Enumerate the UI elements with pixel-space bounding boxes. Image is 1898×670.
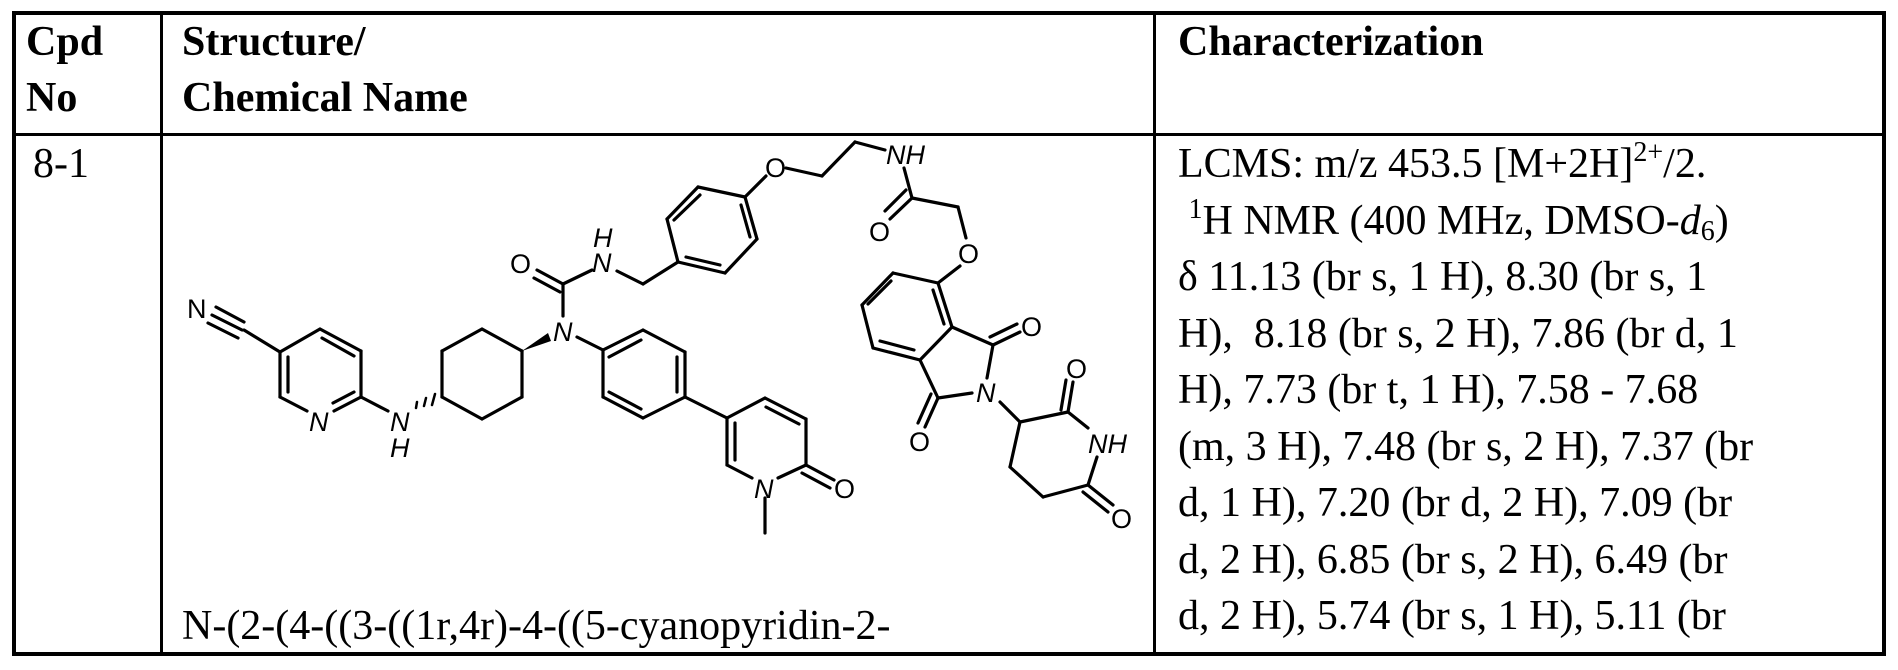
ether2-o-label: O [958, 239, 979, 269]
phthalimide-o-bottom-label: O [909, 427, 930, 457]
column-divider-1 [160, 15, 163, 652]
nitrile-n-label: N [187, 294, 207, 324]
header-structure-line2: Chemical Name [182, 75, 468, 121]
char-line-lcms: LCMS: m/z 453.5 [M+2H]2+/2. [1178, 137, 1707, 188]
header-cpd-line1: Cpd [26, 19, 104, 65]
header-cpd-no: Cpd No [26, 14, 103, 126]
urea-nh-n-label: N [592, 248, 612, 278]
characterization-text: LCMS: m/z 453.5 [M+2H]2+/2. 1H NMR (400 … [1178, 136, 1753, 645]
amide-nh-label: NH [886, 140, 925, 170]
pyridine-n-label: N [309, 407, 329, 437]
header-structure-line1: Structure/ [182, 19, 366, 65]
urea-nh-h-label: H [593, 223, 613, 253]
char-line: d, 1 H), 7.20 (br d, 2 H), 7.09 (br [1178, 480, 1733, 526]
compound-table [12, 11, 1886, 656]
char-line: d, 2 H), 6.85 (br s, 2 H), 6.49 (br [1178, 536, 1728, 583]
char-line: (m, 3 H), 7.48 (br s, 2 H), 7.37 (br [1178, 423, 1754, 470]
char-line: H), 7.73 (br t, 1 H), 7.58 - 7.68 [1178, 367, 1699, 413]
ether-o-label: O [765, 153, 786, 183]
glutarimide-nh-label: NH [1088, 429, 1127, 459]
urea-n-label: N [553, 317, 573, 347]
amine-n-label: N [390, 407, 410, 437]
pyridone-o-label: O [834, 474, 855, 504]
header-divider [16, 133, 1882, 136]
glutarimide-o-top-label: O [1066, 354, 1087, 384]
phthalimide-o-top-label: O [1021, 312, 1042, 342]
column-divider-2 [1153, 15, 1156, 652]
amine-h-label: H [390, 433, 410, 463]
char-line: δ 11.13 (br s, 1 H), 8.30 (br s, 1 [1178, 254, 1708, 300]
header-characterization: Characterization [1178, 19, 1484, 65]
amide-o-label: O [869, 217, 890, 247]
cpd-number: 8-1 [33, 141, 89, 187]
header-structure: Structure/ Chemical Name [182, 14, 468, 126]
char-line-nmr-header: 1H NMR (400 MHz, DMSO-d6) [1188, 193, 1729, 247]
chemical-name: N-(2-(4-((3-((1r,4r)-4-((5-cyanopyridin-… [182, 603, 891, 649]
phthalimide-n-label: N [976, 378, 996, 408]
header-cpd-line2: No [26, 75, 78, 121]
glutarimide-o-bottom-label: O [1111, 504, 1132, 534]
pyridone-n-label: N [754, 474, 774, 504]
char-line: H), 8.18 (br s, 2 H), 7.86 (br d, 1 [1178, 310, 1738, 357]
urea-o-label: O [510, 249, 531, 279]
char-line: d, 2 H), 5.74 (br s, 1 H), 5.11 (br [1178, 593, 1726, 639]
